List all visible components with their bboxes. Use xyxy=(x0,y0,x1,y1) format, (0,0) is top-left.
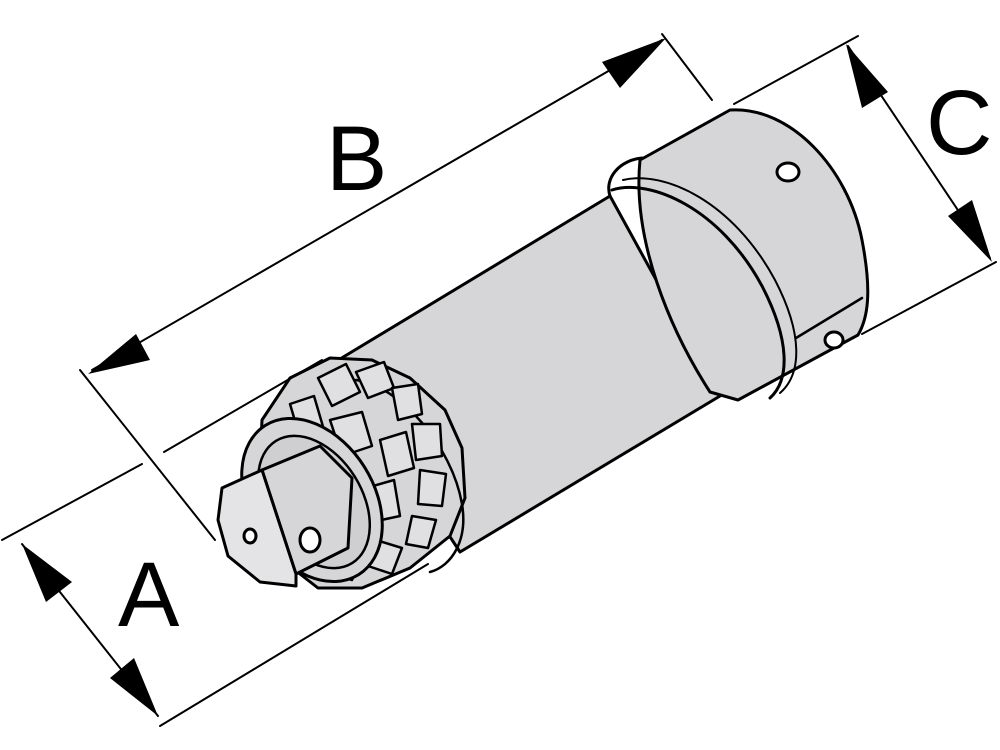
arrow-b-left xyxy=(88,334,150,374)
square-drive-pin-hole xyxy=(298,526,322,554)
arrow-a-top xyxy=(22,544,72,602)
end-cap-rim xyxy=(622,177,798,394)
arrow-c-bottom xyxy=(948,200,992,262)
dimension-label-c: C xyxy=(926,72,992,174)
end-cap-hole-bottom xyxy=(823,330,845,350)
arrow-c-top xyxy=(846,44,888,108)
square-drive-edge xyxy=(260,468,298,576)
extension-lines xyxy=(1,33,997,727)
arrow-b-right xyxy=(602,38,666,88)
dimension-arrows xyxy=(22,38,992,716)
square-drive-center-hole xyxy=(242,527,258,545)
end-cap-step xyxy=(794,296,864,340)
collar-ring xyxy=(354,378,465,574)
arrow-a-bottom xyxy=(110,658,158,716)
dimension-label-b: B xyxy=(326,108,387,210)
end-cap-hole-top xyxy=(775,161,801,183)
dimension-line-b xyxy=(91,39,663,371)
end-cap-groove xyxy=(610,185,786,400)
end-cap-shoulder xyxy=(607,156,644,198)
end-cap xyxy=(637,108,870,402)
dimension-label-a: A xyxy=(118,544,180,646)
